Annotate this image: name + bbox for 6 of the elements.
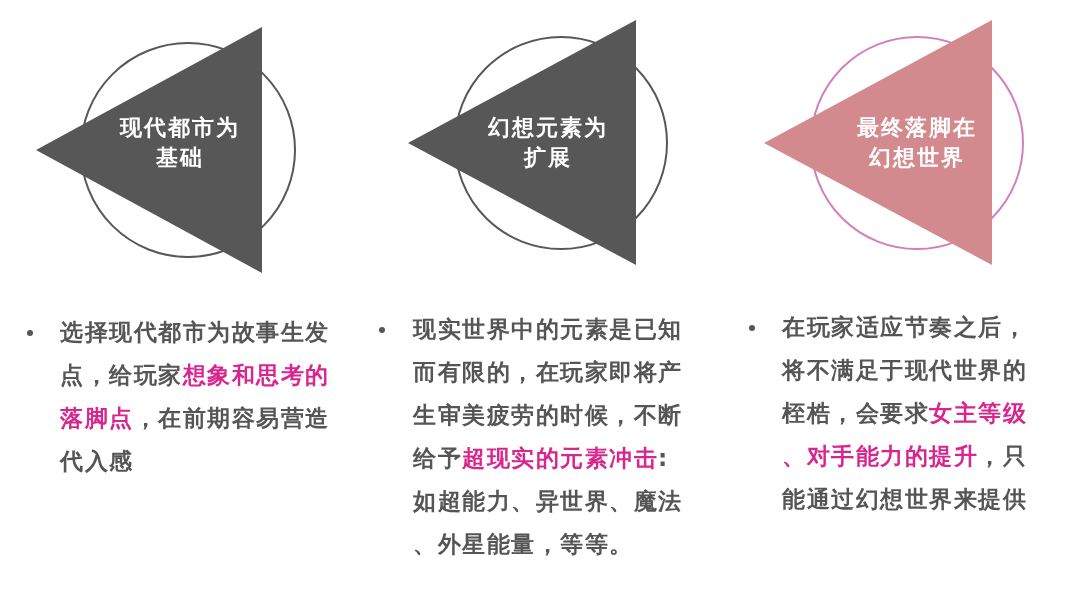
triangle-label: 幻想元素为扩展: [487, 114, 609, 172]
bullet-paragraph: 在玩家适应节奏之后，将不满足于现代世界的桎梏，会要求女主等级、对手能力的提升，只能通过幻想世界来提供: [782, 313, 1028, 514]
triangle-label: 现代都市为基础: [119, 114, 241, 172]
bullet-paragraph: 现实世界中的元素是已知而有限的，在玩家即将产生审美疲劳的时候，不断给予超现实的元素冲击:如超能力、异世界、魔法、外星能量，等等。: [413, 315, 684, 559]
bullet-paragraph: 选择现代都市为故事生发点，给玩家想象和思考的落脚点，在前期容易营造代入感: [60, 318, 331, 476]
triangle-label: 最终落脚在幻想世界: [856, 114, 978, 172]
